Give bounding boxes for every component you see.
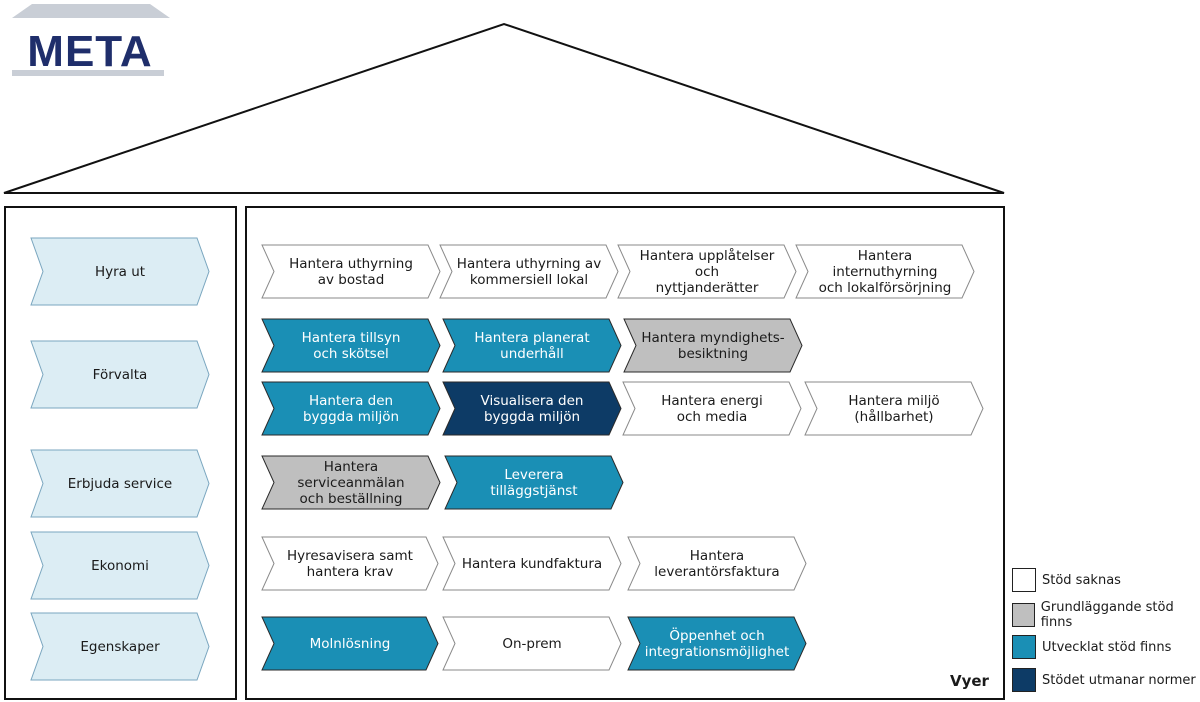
category-3-shape [30,531,210,600]
legend-item: Grundläggande stöd finns [1012,600,1200,630]
legend-label: Stöd saknas [1042,572,1121,588]
logo-roof-icon [12,4,170,18]
category-0-shape [30,237,210,306]
legend-swatch [1012,568,1036,592]
category-2-shape [30,449,210,518]
legend-item: Stöd saknas [1012,568,1121,592]
process-15-shape [627,536,807,591]
process-10-shape [804,381,984,436]
legend-item: Utvecklat stöd finns [1012,635,1171,659]
legend-label: Grundläggande stöd finns [1040,600,1174,630]
legend-label: Stödet utmanar normer [1042,672,1196,688]
process-5-shape [442,318,622,373]
category-panel [4,206,237,700]
process-13-shape [261,536,439,591]
legend-swatch [1012,635,1036,659]
house-roof [3,22,1005,194]
logo-text: META [27,27,152,76]
views-label: Vyer [950,672,989,690]
legend-item: Stödet utmanar normer [1012,668,1196,692]
process-11-shape [261,455,441,510]
process-18-shape [627,616,807,671]
logo: META [12,4,170,76]
views-panel [245,206,1005,700]
category-4-shape [30,612,210,681]
process-8-shape [442,381,622,436]
process-1-shape [439,244,619,299]
logo-underline [12,70,164,76]
process-0-shape [261,244,441,299]
legend-label: Utvecklat stöd finns [1042,639,1172,655]
process-12-shape [444,455,624,510]
legend-swatch [1012,603,1035,627]
category-1-shape [30,340,210,409]
process-4-shape [261,318,441,373]
process-2-shape [617,244,797,299]
process-14-shape [442,536,622,591]
process-16-shape [261,616,439,671]
process-3-shape [795,244,975,299]
legend-swatch [1012,668,1036,692]
process-6-shape [623,318,803,373]
process-7-shape [261,381,441,436]
process-17-shape [442,616,622,671]
process-9-shape [622,381,802,436]
